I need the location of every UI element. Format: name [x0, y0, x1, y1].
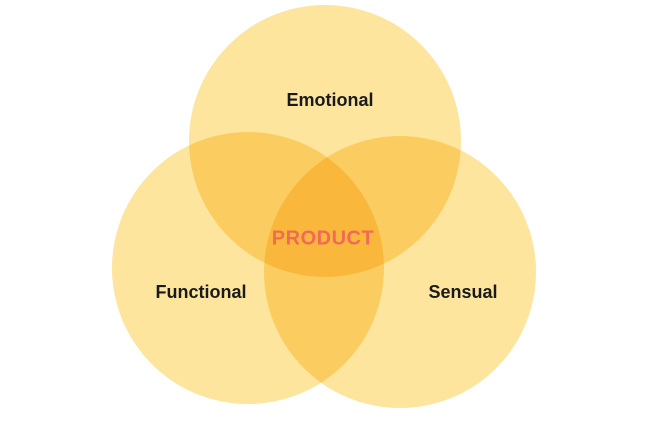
label-functional: Functional — [156, 282, 247, 302]
label-sensual: Sensual — [428, 282, 497, 302]
circle-sensual — [264, 136, 536, 408]
label-product: PRODUCT — [272, 227, 374, 249]
label-emotional: Emotional — [286, 90, 373, 110]
